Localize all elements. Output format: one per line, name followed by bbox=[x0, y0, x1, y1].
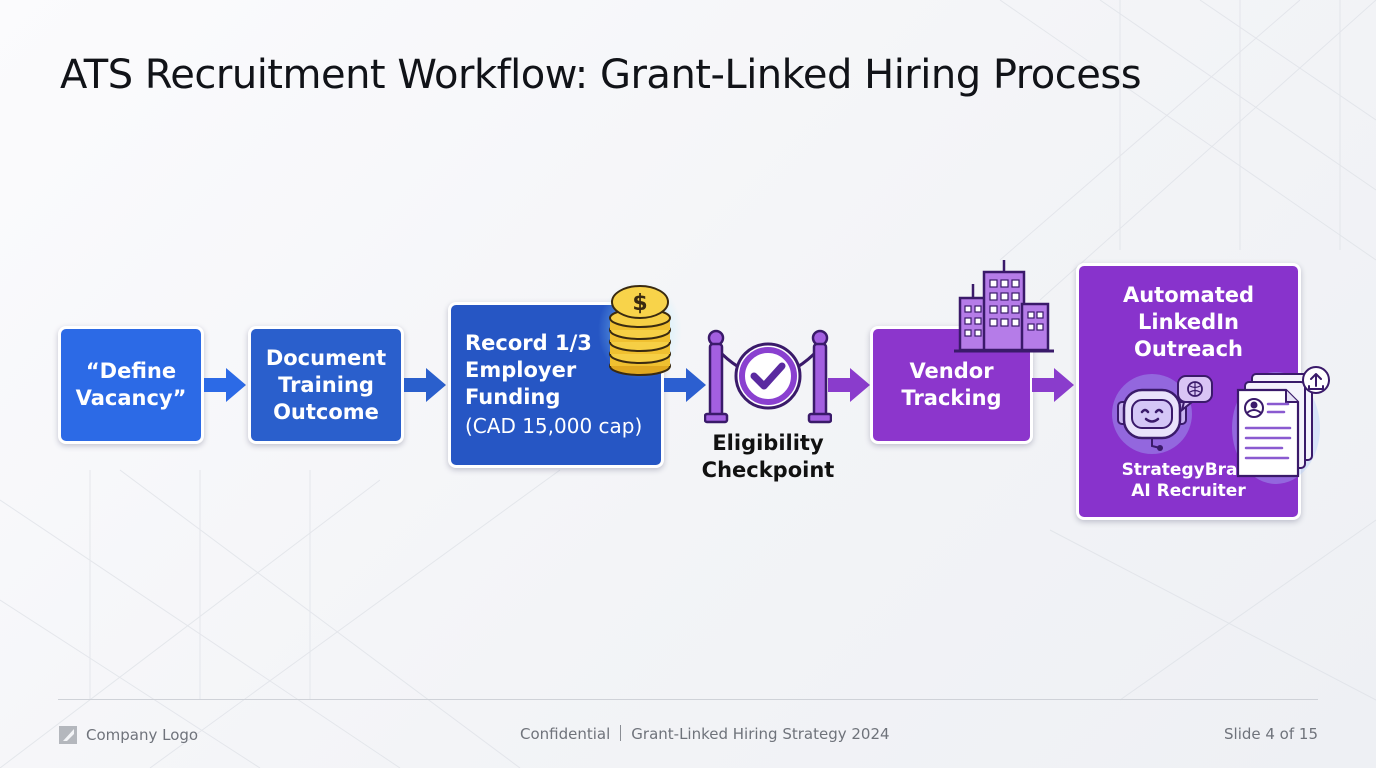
step-6-line-2: LinkedIn bbox=[1138, 310, 1239, 334]
step-define-vacancy: “Define Vacancy” bbox=[58, 326, 204, 444]
slide-number: Slide 4 of 15 bbox=[1224, 725, 1318, 743]
confidential-label: Confidential bbox=[520, 725, 611, 743]
step-3-line-1: Record 1/3 bbox=[465, 331, 592, 355]
step-2-line-1: Document bbox=[265, 345, 387, 370]
footer-separator bbox=[620, 725, 622, 741]
step-5-line-2: Tracking bbox=[901, 386, 1002, 410]
step-3-line-3: Funding bbox=[465, 385, 561, 409]
checkpoint-line-1: Eligibility bbox=[712, 431, 824, 455]
step-1-line-1: “Define bbox=[85, 359, 177, 383]
robot-recruiter-icon bbox=[1112, 374, 1213, 454]
company-logo: Company Logo bbox=[58, 725, 198, 745]
logo-icon bbox=[59, 726, 77, 744]
checkpoint-line-2: Checkpoint bbox=[701, 458, 835, 482]
slide-title: ATS Recruitment Workflow: Grant-Linked H… bbox=[60, 52, 1142, 98]
resume-documents-icon bbox=[1232, 366, 1330, 484]
company-logo-text: Company Logo bbox=[86, 726, 199, 744]
ai-recruiter-line-1: StrategyBrain bbox=[1121, 460, 1256, 480]
step-1-line-2: Vacancy” bbox=[75, 386, 187, 410]
ai-recruiter-line-2: AI Recruiter bbox=[1131, 481, 1246, 501]
arrow-icon bbox=[204, 368, 246, 402]
strategy-label: Grant-Linked Hiring Strategy 2024 bbox=[631, 725, 890, 743]
step-2-line-3: Outcome bbox=[273, 399, 379, 424]
checkpoint-gate-icon bbox=[704, 329, 832, 424]
step-6-line-1: Automated bbox=[1122, 283, 1255, 307]
footer-divider bbox=[58, 699, 1318, 700]
footer-center: Confidential Grant-Linked Hiring Strategy… bbox=[520, 725, 890, 743]
arrow-icon bbox=[664, 368, 706, 402]
arrow-icon bbox=[404, 368, 446, 402]
svg-text:$: $ bbox=[632, 291, 647, 316]
step-3-funding-cap: (CAD 15,000 cap) bbox=[465, 414, 643, 438]
coin-stack-icon: $ bbox=[598, 280, 682, 380]
arrow-icon bbox=[828, 368, 870, 402]
ai-recruiter-label: StrategyBrain AI Recruiter bbox=[1079, 460, 1298, 502]
arrow-icon bbox=[1032, 368, 1074, 402]
office-buildings-icon bbox=[954, 260, 1054, 353]
step-5-line-1: Vendor bbox=[909, 359, 994, 383]
step-3-line-2: Employer bbox=[465, 358, 577, 382]
step-6-line-3: Outreach bbox=[1133, 337, 1243, 361]
eligibility-checkpoint-label: Eligibility Checkpoint bbox=[692, 430, 844, 484]
step-2-line-2: Training bbox=[278, 372, 374, 397]
step-document-training-outcome: Document Training Outcome bbox=[248, 326, 404, 444]
